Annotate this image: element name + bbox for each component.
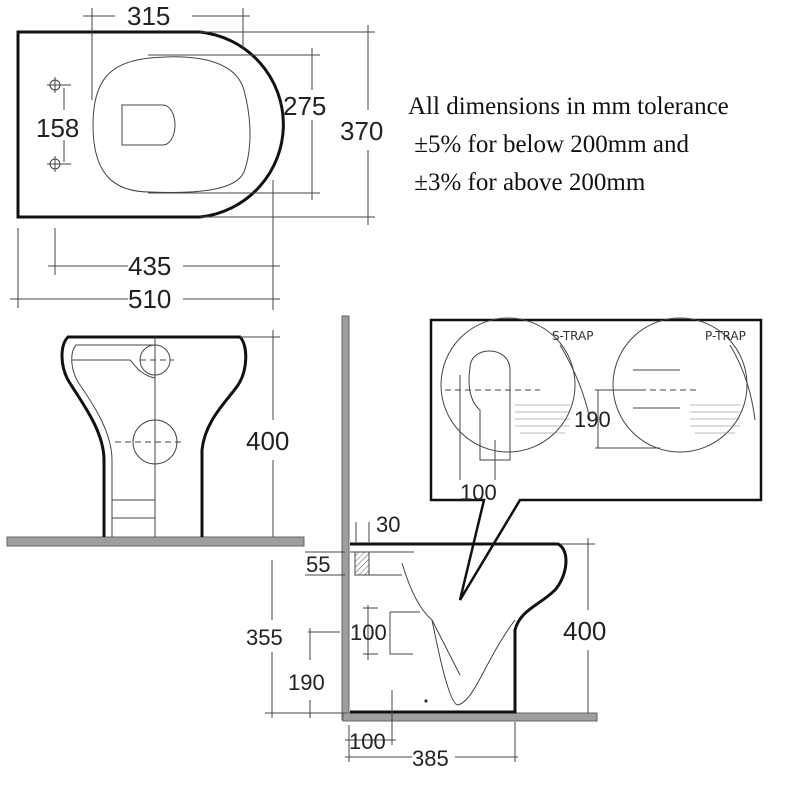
plan-view: 315 158 275 370 435 510 <box>10 1 383 314</box>
dim-100-wall: 100 <box>349 729 386 754</box>
dim-510: 510 <box>128 284 171 314</box>
dim-100-trap: 100 <box>460 480 497 505</box>
dim-355: 355 <box>246 625 283 650</box>
dim-190-side: 190 <box>288 670 325 695</box>
note-line-1: All dimensions in mm tolerance <box>408 93 729 120</box>
dim-400-side: 400 <box>563 616 606 646</box>
dim-315: 315 <box>127 1 170 31</box>
s-trap-label: S-TRAP <box>552 329 593 343</box>
p-trap-label: P-TRAP <box>705 329 746 343</box>
note-line-3: ±3% for above 200mm <box>408 169 646 196</box>
dim-158: 158 <box>36 113 79 143</box>
note-line-2: ±5% for below 200mm and <box>408 131 690 158</box>
dim-190-trap: 190 <box>574 407 611 432</box>
dim-275: 275 <box>283 91 326 121</box>
side-view: 30 55 355 190 100 400 100 385 <box>246 512 606 771</box>
dim-435: 435 <box>128 251 171 281</box>
dim-55: 55 <box>306 552 330 577</box>
dim-370: 370 <box>340 116 383 146</box>
dim-385: 385 <box>412 746 449 771</box>
trap-detail: S-TRAP P-TRAP 190 100 <box>429 317 763 601</box>
wall <box>341 315 350 721</box>
tolerance-note: All dimensions in mm tolerance ±5% for b… <box>408 88 729 202</box>
dim-100-outlet: 100 <box>350 620 387 645</box>
dim-400-front: 400 <box>246 426 289 456</box>
front-view: 400 <box>6 330 305 547</box>
dim-30: 30 <box>376 512 400 537</box>
